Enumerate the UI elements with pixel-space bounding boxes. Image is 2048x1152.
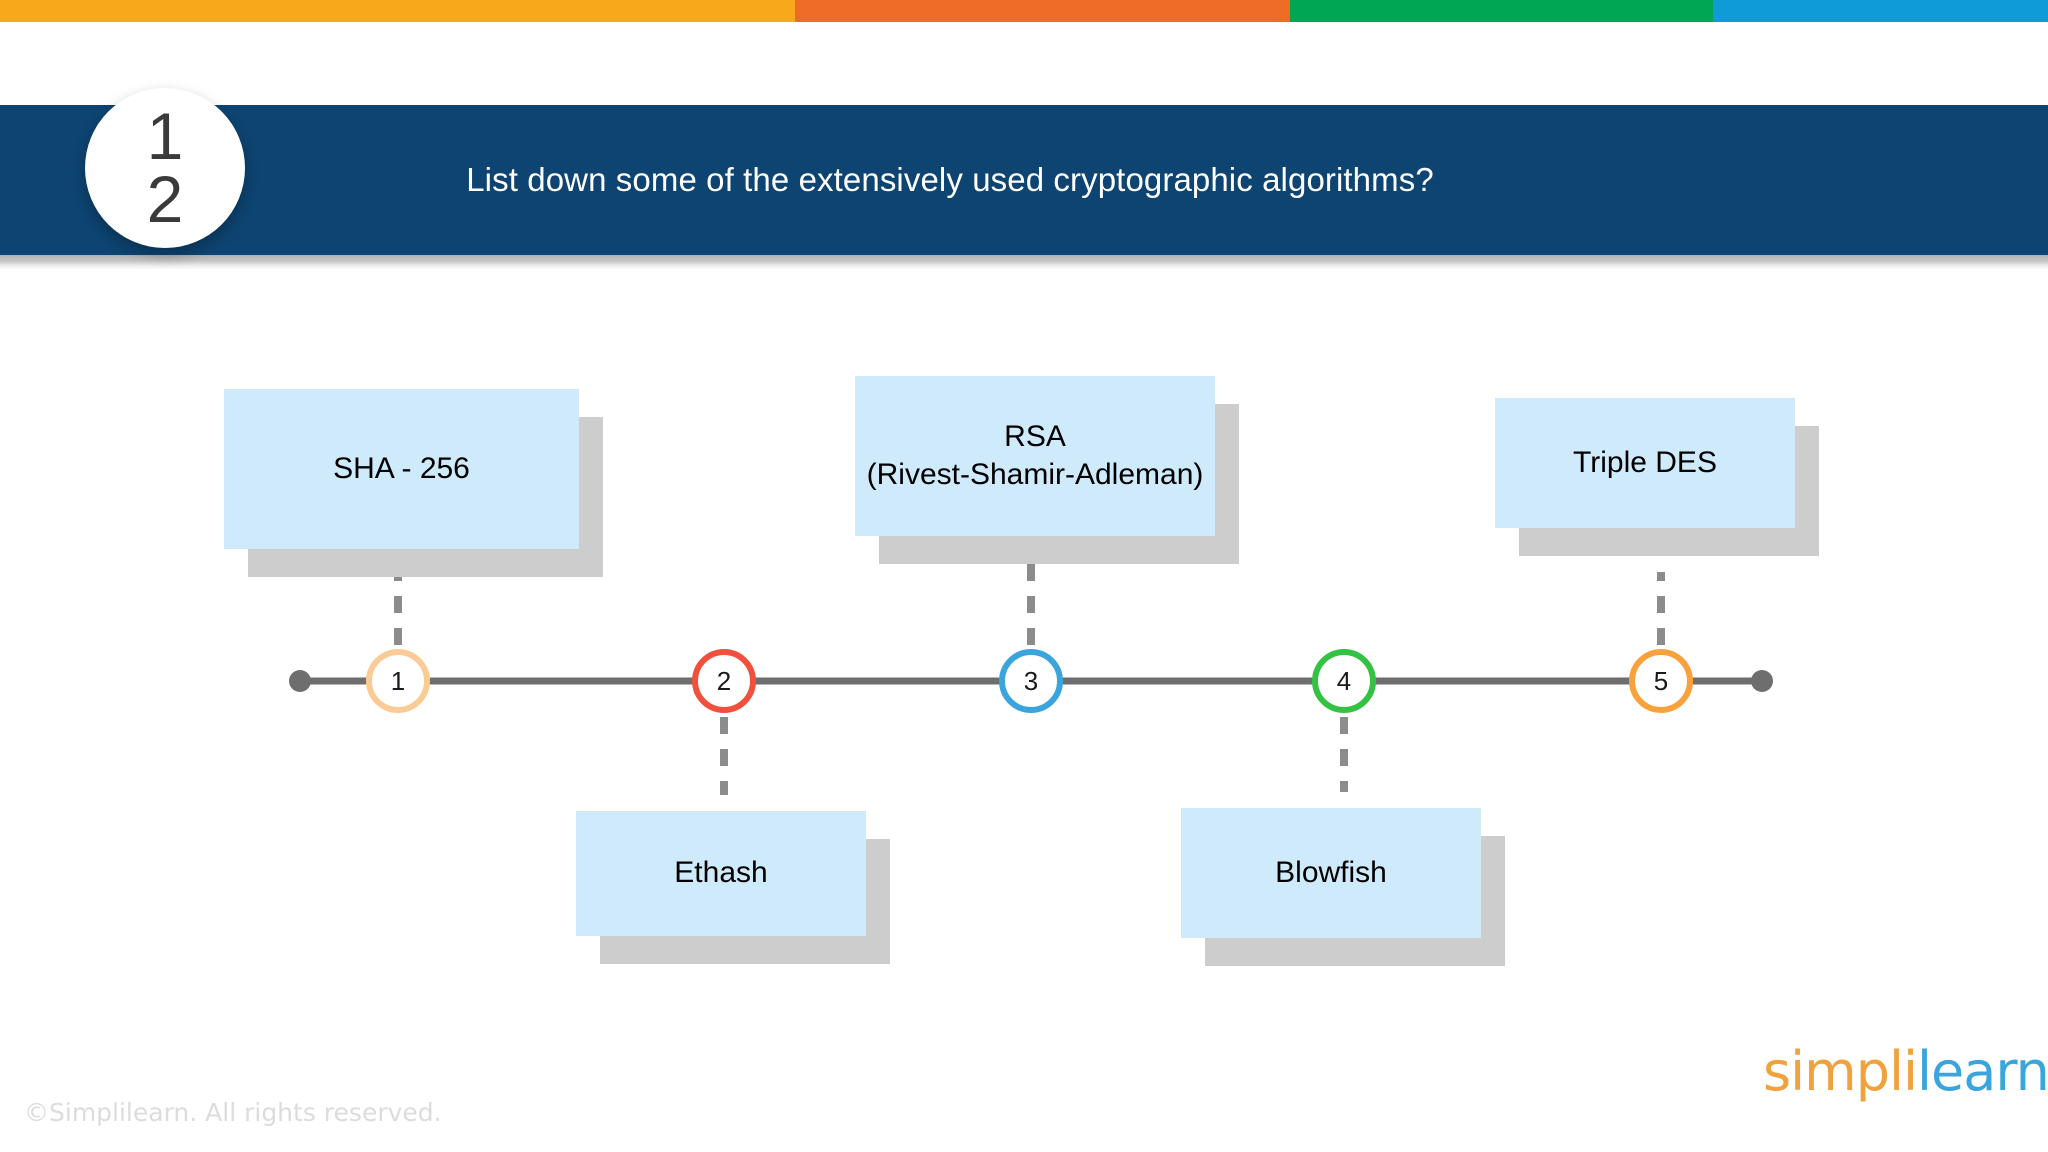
page-title: List down some of the extensively used c… bbox=[466, 161, 1434, 199]
card-rsa-text-line1: RSA bbox=[1004, 419, 1066, 453]
card-ethash-text: Ethash bbox=[674, 856, 768, 890]
timeline-node-5[interactable]: 5 bbox=[1629, 649, 1693, 713]
header-banner bbox=[0, 105, 2048, 255]
card-sha-256[interactable]: SHA - 256 bbox=[224, 389, 603, 577]
card-rsa-text-line2: (Rivest-Shamir-Adleman) bbox=[866, 458, 1204, 491]
card-blowfish-body: Blowfish bbox=[1181, 808, 1481, 938]
card-ethash-body: Ethash bbox=[576, 811, 866, 936]
timeline-node-1-label: 1 bbox=[390, 665, 406, 696]
logo-text-simpl: simpl bbox=[1763, 1040, 1904, 1103]
slide-number-badge: 1 2 bbox=[85, 88, 245, 248]
top-strip-segment-blue bbox=[1713, 0, 2048, 22]
timeline-node-1[interactable]: 1 bbox=[366, 649, 430, 713]
timeline-node-3-label: 3 bbox=[1023, 665, 1039, 696]
timeline-node-4-label: 4 bbox=[1336, 665, 1352, 696]
logo-text-learn: learn bbox=[1917, 1040, 2048, 1103]
top-strip-segment-amber bbox=[0, 0, 795, 22]
card-sha-256-text: SHA - 256 bbox=[333, 451, 470, 485]
timeline-node-5-label: 5 bbox=[1653, 665, 1669, 696]
card-blowfish[interactable]: Blowfish bbox=[1181, 808, 1505, 966]
timeline-node-4[interactable]: 4 bbox=[1312, 649, 1376, 713]
timeline-end-cap bbox=[1751, 670, 1773, 692]
copyright-text: ©Simplilearn. All rights reserved. bbox=[24, 1098, 442, 1127]
card-triple-des-text: Triple DES bbox=[1573, 445, 1717, 479]
header-banner-shadow bbox=[0, 255, 2048, 269]
card-rsa-body: RSA (Rivest-Shamir-Adleman) bbox=[855, 376, 1215, 536]
card-sha-256-body: SHA - 256 bbox=[224, 389, 579, 549]
card-triple-des-body: Triple DES bbox=[1495, 398, 1795, 528]
badge-digit-second: 2 bbox=[146, 162, 184, 236]
timeline-node-2[interactable]: 2 bbox=[692, 649, 756, 713]
card-triple-des[interactable]: Triple DES bbox=[1495, 398, 1819, 556]
logo-text-i: i bbox=[1903, 1040, 1918, 1103]
top-color-strip bbox=[0, 0, 2048, 22]
top-strip-segment-green bbox=[1290, 0, 1713, 22]
top-strip-segment-orange bbox=[795, 0, 1290, 22]
timeline-node-3[interactable]: 3 bbox=[999, 649, 1063, 713]
card-ethash[interactable]: Ethash bbox=[576, 811, 890, 964]
timeline-node-2-label: 2 bbox=[716, 665, 732, 696]
timeline-start-cap bbox=[289, 670, 311, 692]
badge-digit-first: 1 bbox=[146, 99, 184, 174]
card-rsa[interactable]: RSA (Rivest-Shamir-Adleman) bbox=[855, 376, 1239, 564]
card-blowfish-text: Blowfish bbox=[1275, 855, 1387, 889]
